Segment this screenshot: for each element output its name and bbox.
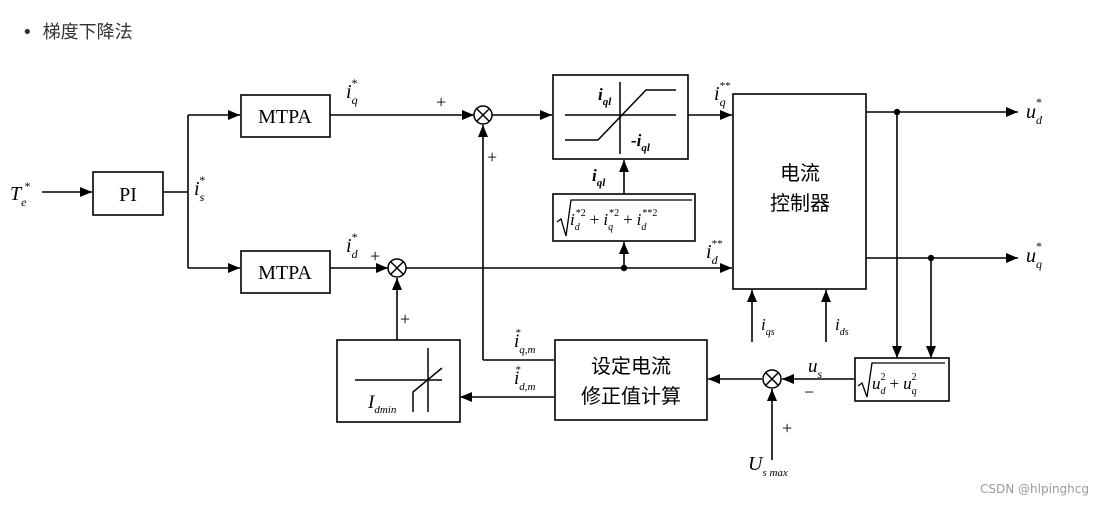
sum-junction-2 <box>387 258 407 278</box>
iqm-label: iq,m* <box>514 327 536 356</box>
correction-label-line2: 修正值计算 <box>581 384 681 408</box>
usmax-label: Us max <box>748 453 788 479</box>
heading-text: 梯度下降法 <box>42 22 133 43</box>
mtpa-label-2: MTPA <box>258 262 312 284</box>
iqs-label: iqs <box>761 315 775 338</box>
idmin-label: Idmin <box>367 392 397 416</box>
iql-mid-label: iql <box>592 166 606 189</box>
sum2-plus-bottom: + <box>400 309 410 329</box>
iql-neg-label: -iql <box>631 131 651 154</box>
correction-label-line1: 设定电流 <box>591 354 671 378</box>
controller-label-line1: 电流 <box>780 161 820 185</box>
mtpa-label-1: MTPA <box>258 106 312 128</box>
pi-label: PI <box>119 184 137 206</box>
iq-ss-label: iq** <box>714 80 731 109</box>
sum1-plus-left: + <box>436 92 446 112</box>
watermark: CSDN @hlpinghcg <box>980 482 1089 496</box>
sum-junction-1 <box>473 105 493 125</box>
section-heading: • 梯度下降法 <box>22 18 133 44</box>
mtpa-block-1 <box>240 94 331 138</box>
pi-block <box>92 171 164 216</box>
iq-star-label: iq* <box>346 76 358 107</box>
id-ss-label: id** <box>706 238 723 267</box>
saturation-curve <box>565 82 676 154</box>
sqrt-i-expression: id*2+iq*2+id**2 <box>570 208 657 233</box>
sum2-plus-left: + <box>370 246 380 266</box>
id-star-label: id* <box>346 230 359 261</box>
junction-dot-uq <box>927 254 935 262</box>
iql-top-label: iql <box>598 85 612 108</box>
idm-label: id,m* <box>514 364 536 393</box>
sum-junction-3 <box>762 369 782 389</box>
current-controller-block <box>732 93 867 290</box>
junction-dot-ud <box>893 108 901 116</box>
mtpa-block-2 <box>240 250 331 294</box>
sum3-minus: − <box>804 382 814 402</box>
idmin-curve <box>355 348 443 412</box>
uq-out-label: uq* <box>1026 239 1042 271</box>
controller-label-line2: 控制器 <box>770 191 830 215</box>
us-label: us <box>808 356 823 381</box>
te-label: Te* <box>10 179 30 209</box>
ids-label: ids <box>835 315 849 338</box>
correction-block <box>554 339 708 421</box>
sqrt-u-block <box>854 357 950 402</box>
idmin-block <box>336 339 461 423</box>
ud-out-label: ud* <box>1026 95 1043 127</box>
sum3-plus-bottom: + <box>782 418 792 438</box>
sqrt-u-expression: ud2+uq2 <box>872 372 917 397</box>
sqrt-i-radical <box>556 199 692 237</box>
junction-dot-id <box>620 264 628 272</box>
bullet: • <box>22 22 33 43</box>
is-label: is* <box>194 173 205 204</box>
sum1-plus-bottom: + <box>487 147 497 167</box>
sqrt-i-block <box>552 193 696 242</box>
sqrt-u-radical <box>857 362 945 398</box>
